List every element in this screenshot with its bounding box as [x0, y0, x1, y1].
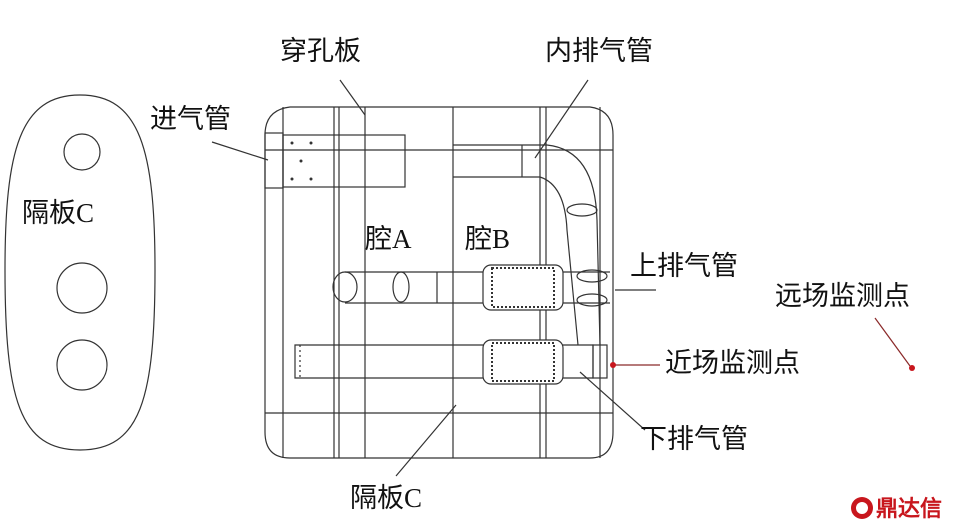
perforated-plate [282, 134, 406, 188]
partition-c-side-view [4, 94, 156, 451]
inner-exhaust-pipe [453, 144, 601, 346]
label-far-field-point: 远场监测点 [775, 281, 910, 311]
label-upper-exhaust-pipe: 上排气管 [630, 251, 738, 281]
far-field-monitor-point [909, 365, 915, 371]
hole-lower [56, 339, 108, 391]
leader-lines [211, 79, 911, 477]
watermark-logo: 鼎达信 [851, 496, 942, 522]
label-inlet-pipe: 进气管 [150, 104, 231, 134]
near-field-monitor-point [610, 362, 616, 368]
hole-small [63, 133, 101, 171]
hole-upper [56, 262, 108, 314]
logo-text: 鼎达信 [876, 496, 942, 522]
label-perforated-plate: 穿孔板 [280, 36, 361, 66]
upper-exhaust-pipe [345, 271, 610, 304]
label-near-field-point: 近场监测点 [665, 348, 800, 378]
label-cavity-b: 腔B [465, 224, 510, 254]
muffler-body [264, 106, 614, 459]
label-lower-exhaust-pipe: 下排气管 [640, 424, 748, 454]
label-inner-exhaust-pipe: 内排气管 [545, 36, 653, 66]
label-cavity-a: 腔A [365, 224, 412, 254]
label-partition-c-left: 隔板C [22, 198, 94, 228]
label-partition-c-bottom: 隔板C [350, 483, 422, 513]
